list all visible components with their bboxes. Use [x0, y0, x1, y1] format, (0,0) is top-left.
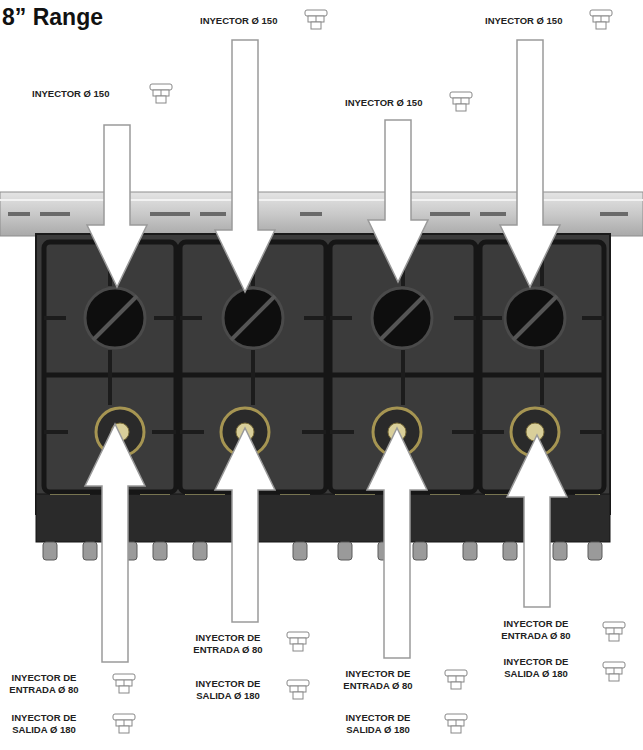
grate-finger [330, 430, 354, 434]
grate-finger [330, 316, 352, 320]
injector-icon [287, 632, 309, 651]
burner-cap-bar [380, 296, 424, 340]
injector-label: INYECTOR Ø 150 [32, 88, 109, 100]
grate-finger [108, 350, 112, 405]
injector-label: INYECTOR Ø 150 [485, 15, 562, 27]
grate-finger [154, 316, 176, 320]
grate-finger [454, 316, 476, 320]
knob [83, 542, 97, 560]
grate-finger [180, 316, 202, 320]
grate-finger [304, 316, 326, 320]
injector-label: INYECTOR DE ENTRADA Ø 80 [4, 672, 84, 697]
knob [553, 542, 567, 560]
knob [413, 542, 427, 560]
grate-finger [152, 430, 176, 434]
grate-finger [302, 430, 326, 434]
burner-cap-bar [93, 296, 137, 340]
grate-finger [251, 350, 255, 405]
pointer-arrow [215, 40, 275, 292]
large-burner [505, 288, 565, 348]
injector-label: INYECTOR DE SALIDA Ø 180 [188, 678, 268, 703]
pointer-arrow [215, 428, 275, 622]
injector-icon [445, 670, 467, 689]
injector-icon [603, 622, 625, 641]
injector-icon [113, 674, 135, 693]
grate-finger [452, 430, 476, 434]
knob [338, 542, 352, 560]
title: 8” Range [2, 4, 103, 31]
injector-icon [590, 10, 612, 29]
injector-icon [150, 84, 172, 103]
pointer-arrow [507, 435, 567, 607]
pointer-arrow [87, 125, 147, 287]
injector-label: INYECTOR DE ENTRADA Ø 80 [338, 668, 418, 693]
injector-icon [113, 714, 135, 733]
pointer-arrow [500, 40, 560, 287]
knob [293, 542, 307, 560]
injector-icon [603, 662, 625, 681]
large-burner [372, 288, 432, 348]
knob [463, 542, 477, 560]
injector-label: INYECTOR DE SALIDA Ø 180 [338, 712, 418, 737]
injector-label: INYECTOR Ø 150 [345, 97, 422, 109]
knob [588, 542, 602, 560]
knob [153, 542, 167, 560]
injector-icon [450, 92, 472, 111]
large-burner [223, 288, 283, 348]
pointer-arrow [368, 120, 428, 282]
grate-finger [480, 316, 502, 320]
grate-finger [401, 350, 405, 405]
injector-label: INYECTOR DE SALIDA Ø 180 [496, 656, 576, 681]
grate-finger [582, 316, 604, 320]
grate-finger [44, 316, 66, 320]
burner-cap-bar [513, 296, 557, 340]
grate-finger [580, 430, 604, 434]
pointer-arrow [367, 428, 427, 658]
pointer-arrow [85, 424, 145, 662]
grate-finger [480, 430, 504, 434]
burner-cap-bar [231, 296, 275, 340]
large-burner [85, 288, 145, 348]
grate-finger [540, 350, 544, 405]
injector-icons [113, 10, 625, 733]
knob [43, 542, 57, 560]
injector-label: INYECTOR Ø 150 [200, 15, 277, 27]
knob [193, 542, 207, 560]
injector-icon [305, 10, 327, 29]
injector-icon [287, 680, 309, 699]
grate-finger [44, 430, 68, 434]
injector-label: INYECTOR DE ENTRADA Ø 80 [496, 618, 576, 643]
pointer-arrows [85, 40, 567, 662]
burners [85, 288, 565, 456]
knob [503, 542, 517, 560]
backsplash-edge [0, 199, 643, 201]
injector-icon [445, 714, 467, 733]
injector-label: INYECTOR DE SALIDA Ø 180 [4, 712, 84, 737]
grate-finger [180, 430, 204, 434]
injector-label: INYECTOR DE ENTRADA Ø 80 [188, 632, 268, 657]
